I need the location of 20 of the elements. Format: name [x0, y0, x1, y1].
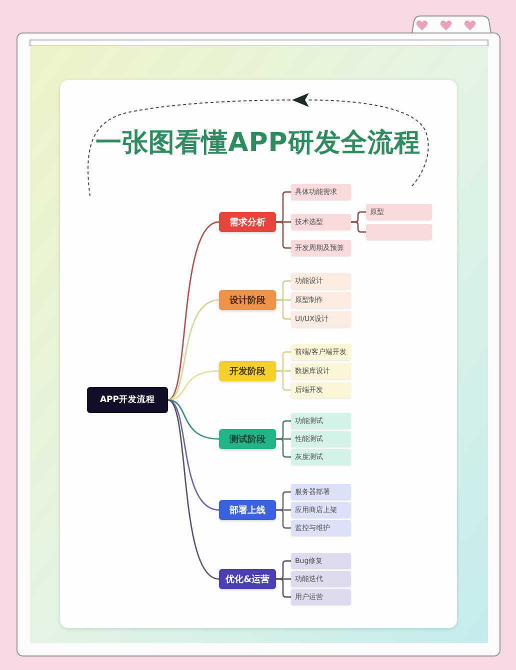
connector-line — [275, 509, 292, 529]
stage-box: 开发阶段 — [219, 361, 276, 381]
title: 一张图看懂APP研发全流程 — [96, 127, 420, 159]
stage-box: 设计阶段 — [219, 290, 276, 310]
connector-line — [167, 399, 220, 580]
connector-line — [350, 221, 367, 233]
empty-box — [366, 224, 432, 240]
connector-line — [167, 399, 220, 511]
stage-box: 测试阶段 — [219, 429, 276, 449]
connector-line — [167, 221, 220, 401]
connector-line — [275, 221, 292, 249]
connector-line — [275, 578, 292, 598]
connector-line — [275, 438, 292, 458]
connector-line — [167, 370, 220, 401]
connector-line — [275, 370, 292, 391]
root-box: APP开发流程 — [87, 387, 168, 413]
stage-box: 需求分析 — [219, 212, 276, 232]
stage-box: 优化&运营 — [219, 569, 276, 589]
connector-line — [275, 299, 292, 320]
stage-box: 部署上线 — [219, 500, 276, 520]
